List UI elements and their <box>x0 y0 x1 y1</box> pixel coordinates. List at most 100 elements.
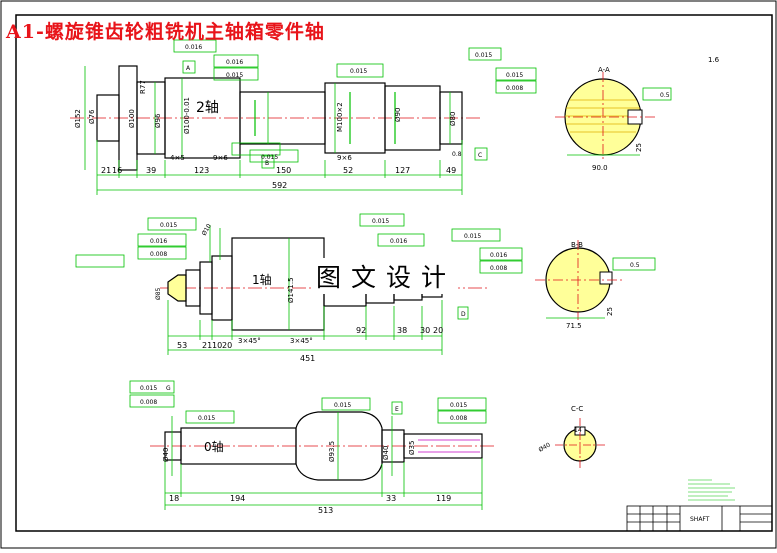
section-aa-dim-2: 25 <box>635 143 643 152</box>
shaft1-dim-1: 53 <box>177 341 187 350</box>
shaft0-dia-3: Ø40 <box>382 446 390 460</box>
shaft0-tol-2: 0.008 <box>140 399 157 406</box>
shaft1-overall: 451 <box>300 354 315 363</box>
shaft0-dia-1: Ø40 <box>162 448 170 462</box>
shaft0-tol-1: 0.015 <box>140 385 157 392</box>
shaft2-dia-1: Ø152 <box>74 109 82 128</box>
shaft2-overall: 592 <box>272 181 287 190</box>
title-block-name: SHAFT <box>690 516 710 523</box>
shaft2-roughness-2: 0.8 <box>452 151 462 158</box>
shaft0-dim-1: 18 <box>169 494 179 503</box>
watermark: 图文设计 <box>314 258 459 294</box>
shaft2-tol-5: 0.015 <box>475 52 492 59</box>
shaft1-datum-d: D <box>461 311 466 318</box>
shaft1-dim-6: 38 <box>397 326 407 335</box>
shaft2-dim-7: 127 <box>395 166 410 175</box>
shaft2-tol-7: 0.015 <box>261 154 278 161</box>
shaft0-dia-2: Ø93.5 <box>328 441 336 462</box>
shaft2-dia-8: Ø80 <box>449 112 457 126</box>
section-cc-dim-2: Ø40 <box>538 441 552 453</box>
shaft1-tol-1: 0.015 <box>160 222 177 229</box>
shaft1-dim-2: 21 <box>202 341 212 350</box>
shaft1-tol-3: 0.016 <box>150 238 167 245</box>
technical-requirements <box>688 479 735 501</box>
shaft1-dim-3: 10 <box>212 341 222 350</box>
shaft0-tol-4: 0.015 <box>334 402 351 409</box>
shaft0-dimensions <box>164 412 483 510</box>
shaft2-tol-3: 0.015 <box>226 72 243 79</box>
section-aa-dim-3: 0.5 <box>660 92 670 99</box>
shaft2-dia-6: M100×2 <box>336 102 344 132</box>
section-cc <box>555 418 605 470</box>
shaft0-overall: 513 <box>318 506 333 515</box>
shaft2-dim-5: 150 <box>276 166 291 175</box>
shaft2-dia-7: Ø90 <box>394 108 402 122</box>
shaft2-note-4: R77 <box>139 80 147 94</box>
shaft2-dim-6: 52 <box>343 166 353 175</box>
shaft2-tolerance-frames <box>173 39 537 169</box>
shaft1-dia-2: Ø85 <box>155 287 162 300</box>
drawing-title: A1-螺旋锥齿轮粗铣机主轴箱零件轴 <box>6 21 325 43</box>
shaft0-dim-3: 33 <box>386 494 396 503</box>
shaft1-tol-2: 0.015 <box>372 218 389 225</box>
shaft2-label: 2轴 <box>196 100 219 116</box>
shaft2-datum-c: C <box>478 152 482 159</box>
shaft0-tail <box>403 433 483 459</box>
shaft2-dia-3: Ø100 <box>128 109 136 128</box>
section-bb-dim-3: 0.5 <box>630 262 640 269</box>
inner-frame <box>15 14 773 532</box>
shaft1-dim-4: 20 <box>222 341 232 350</box>
shaft1-tolerance-frames <box>75 213 523 320</box>
shaft2-dim-8: 49 <box>446 166 456 175</box>
section-bb-dim-2: 25 <box>606 307 614 316</box>
shaft2-dim-2: 16 <box>112 166 122 175</box>
shaft1-note-1: 3×45° <box>238 337 261 345</box>
shaft2-dimensions <box>84 66 463 195</box>
shaft0-dim-2: 194 <box>230 494 245 503</box>
shaft0-tol-3: 0.015 <box>198 415 215 422</box>
shaft2-view <box>70 65 480 171</box>
shaft1-tol-4: 0.016 <box>390 238 407 245</box>
shaft2-dia-4: Ø96 <box>154 113 162 128</box>
shaft0-dim-4: 119 <box>436 494 451 503</box>
shaft0-dia-4: Ø35 <box>408 441 416 455</box>
shaft2-tol-1: 0.016 <box>185 44 202 51</box>
shaft2-roughness-1: 1.6 <box>708 56 720 64</box>
shaft2-dia-5: Ø100-0.01 <box>183 97 191 134</box>
shaft1-dim-8: 20 <box>433 326 443 335</box>
section-bb-dim-1: 71.5 <box>566 322 582 330</box>
section-aa-label: A-A <box>598 66 610 74</box>
shaft0-tolerance-frames <box>129 380 487 424</box>
shaft1-dim-5: 92 <box>356 326 366 335</box>
shaft2-dim-1: 21 <box>101 166 111 175</box>
section-cc-dim-1: 14 <box>574 427 582 434</box>
shaft2-tol-8: 0.008 <box>506 85 523 92</box>
shaft1-note-2: 3×45° <box>290 337 313 345</box>
shaft1-dimensions <box>167 225 443 355</box>
shaft0-label: 0轴 <box>204 439 224 454</box>
section-bb <box>535 240 656 320</box>
shaft2-datum-a: A <box>186 65 191 72</box>
shaft2-note-1: 4×5 <box>170 154 185 162</box>
section-cc-label: C-C <box>571 405 583 413</box>
section-aa <box>555 72 672 162</box>
section-aa-dim-1: 90.0 <box>592 164 608 172</box>
shaft0-datum-g: G <box>166 385 171 392</box>
shaft2-tol-6: 0.015 <box>506 72 523 79</box>
shaft1-dia-1: Ø141.5 <box>287 277 295 303</box>
shaft0-tol-5: 0.015 <box>450 402 467 409</box>
shaft2-tol-4: 0.015 <box>350 68 367 75</box>
shaft2-dia-2: Ø76 <box>88 109 96 124</box>
shaft1-label: 1轴 <box>252 272 272 287</box>
shaft2-note-3: 9×6 <box>337 154 352 162</box>
shaft2-tol-2: 0.016 <box>226 59 243 66</box>
shaft2-dim-3: 39 <box>146 166 156 175</box>
shaft0-datum-e: E <box>395 406 399 413</box>
shaft1-tol-5: 0.015 <box>464 233 481 240</box>
shaft2-datum-b: B <box>265 160 269 167</box>
title-block <box>626 505 773 532</box>
